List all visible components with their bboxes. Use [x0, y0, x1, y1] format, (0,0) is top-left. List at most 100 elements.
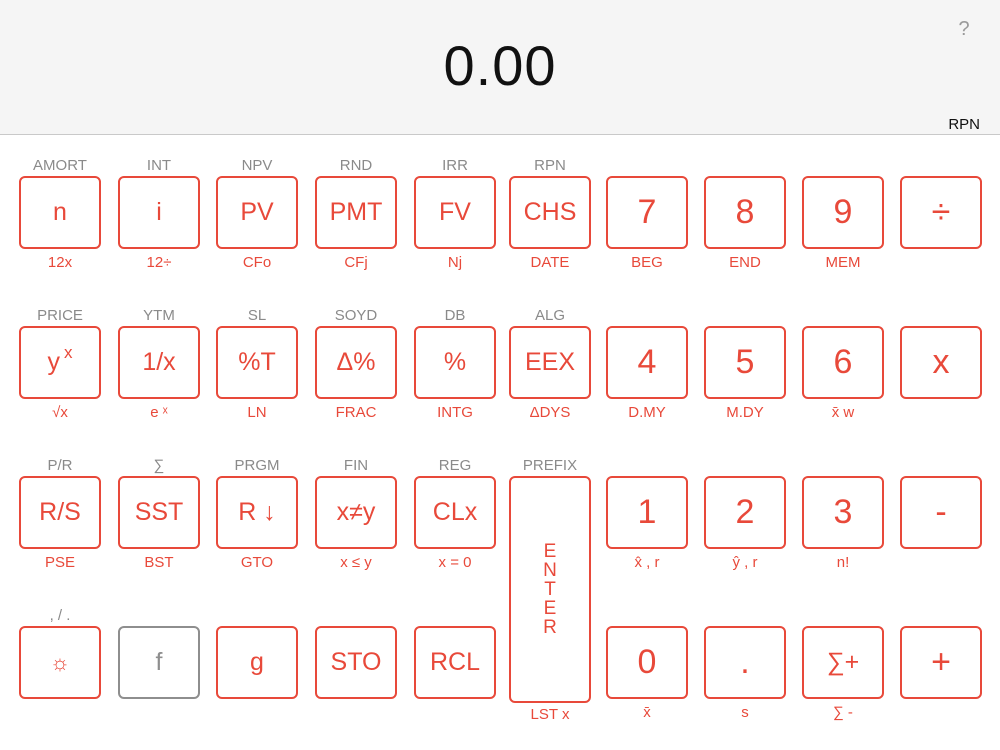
delta-percent-label: Δ% [336, 348, 376, 376]
key-i-bottom-label: 12÷ [146, 254, 172, 271]
digit-6-key[interactable]: 6 [802, 326, 884, 399]
digit-0-label: 0 [637, 643, 657, 681]
rcl-key[interactable]: RCL [414, 626, 496, 699]
pmt-key[interactable]: PMT [315, 176, 397, 249]
key-pct-total-top-label: SL [247, 307, 267, 324]
key-8-bottom-label: END [729, 254, 761, 271]
g-shift-key[interactable]: g [216, 626, 298, 699]
digit-9-key[interactable]: 9 [802, 176, 884, 249]
enter-letter: R [543, 617, 557, 638]
key-n-top-label: AMORT [33, 157, 87, 174]
eex-key[interactable]: EEX [509, 326, 591, 399]
roll-down-key[interactable]: R ↓ [216, 476, 298, 549]
plus-key[interactable]: + [900, 626, 982, 699]
key-pct-top-label: DB [444, 307, 466, 324]
multiply-key[interactable]: x [900, 326, 982, 399]
digit-0-key[interactable]: 0 [606, 626, 688, 699]
minus-key[interactable]: - [900, 476, 982, 549]
clx-key[interactable]: CLx [414, 476, 496, 549]
key-sigma-bottom-label: ∑ - [833, 704, 853, 721]
pmt-key-label: PMT [329, 198, 383, 226]
pv-key-label: PV [240, 198, 274, 226]
key-delta-pct-bottom-label: FRAC [335, 404, 377, 421]
key-yx-bottom-label: √x [52, 404, 68, 421]
sto-key-label: STO [330, 648, 382, 676]
digit-8-label: 8 [735, 193, 755, 231]
key-clx-bottom-label: x = 0 [438, 554, 472, 571]
decimal-point-label: . [740, 643, 750, 681]
decimal-point-key[interactable]: . [704, 626, 786, 699]
x-swap-y-key[interactable]: x≠y [315, 476, 397, 549]
roll-down-label: R ↓ [238, 498, 276, 526]
enter-letter: N [543, 560, 557, 581]
key-chs-top-label: RPN [534, 157, 566, 174]
key-pmt-bottom-label: CFj [344, 254, 368, 271]
delta-percent-key[interactable]: Δ% [315, 326, 397, 399]
key-recip-top-label: YTM [143, 307, 175, 324]
key-rs-top-label: P/R [47, 457, 73, 474]
key-i-top-label: INT [146, 157, 172, 174]
digit-8-key[interactable]: 8 [704, 176, 786, 249]
sst-key-label: SST [134, 498, 184, 526]
percent-key[interactable]: % [414, 326, 496, 399]
display-value: 0.00 [443, 34, 557, 97]
digit-4-key[interactable]: 4 [606, 326, 688, 399]
digit-4-label: 4 [637, 343, 657, 381]
minus-key-label: - [935, 493, 947, 531]
i-key[interactable]: i [118, 176, 200, 249]
help-button[interactable]: ? [958, 18, 970, 40]
fv-key[interactable]: FV [414, 176, 496, 249]
percent-total-label: %T [238, 348, 276, 376]
digit-3-key[interactable]: 3 [802, 476, 884, 549]
key-fv-top-label: IRR [442, 157, 468, 174]
key-1-bottom-label: x̂ , r [634, 554, 660, 571]
on-key[interactable]: ☼ [19, 626, 101, 699]
key-fv-bottom-label: Nj [447, 254, 463, 271]
key-0-bottom-label: x̄ [643, 704, 651, 721]
key-clx-top-label: REG [438, 457, 472, 474]
f-shift-key[interactable]: f [118, 626, 200, 699]
f-key-label: f [155, 648, 163, 676]
key-pct-total-bottom-label: LN [247, 404, 267, 421]
y-to-x-exponent: x [64, 342, 73, 362]
enter-letter: E [543, 598, 557, 619]
enter-key-label: E N T E R [543, 542, 557, 637]
sigma-plus-label: ∑+ [826, 648, 860, 676]
key-xswap-top-label: FIN [343, 457, 369, 474]
percent-total-key[interactable]: %T [216, 326, 298, 399]
digit-7-label: 7 [637, 193, 657, 231]
digit-5-label: 5 [735, 343, 755, 381]
run-stop-key[interactable]: R/S [19, 476, 101, 549]
enter-key[interactable]: E N T E R [509, 476, 591, 703]
x-swap-y-label: x≠y [336, 498, 376, 526]
key-chs-bottom-label: DATE [530, 254, 570, 271]
digit-5-key[interactable]: 5 [704, 326, 786, 399]
digit-1-key[interactable]: 1 [606, 476, 688, 549]
digit-7-key[interactable]: 7 [606, 176, 688, 249]
key-4-bottom-label: D.MY [628, 404, 666, 421]
plus-key-label: + [931, 643, 951, 681]
pv-key[interactable]: PV [216, 176, 298, 249]
chs-key[interactable]: CHS [509, 176, 591, 249]
divide-key-label: ÷ [931, 193, 951, 231]
key-recip-bottom-label: e ˣ [150, 404, 168, 421]
reciprocal-key[interactable]: 1/x [118, 326, 200, 399]
key-delta-pct-top-label: SOYD [334, 307, 378, 324]
chs-key-label: CHS [523, 198, 577, 226]
key-pv-top-label: NPV [241, 157, 273, 174]
run-stop-label: R/S [39, 498, 81, 526]
sst-key[interactable]: SST [118, 476, 200, 549]
key-on-top-label: , / . [49, 607, 71, 624]
display-panel: 0.00 ? RPN [0, 0, 1000, 135]
digit-2-key[interactable]: 2 [704, 476, 786, 549]
fv-key-label: FV [439, 198, 471, 226]
divide-key[interactable]: ÷ [900, 176, 982, 249]
key-sst-bottom-label: BST [144, 554, 174, 571]
sto-key[interactable]: STO [315, 626, 397, 699]
key-enter-top-label: PREFIX [522, 457, 578, 474]
sigma-plus-key[interactable]: ∑+ [802, 626, 884, 699]
n-key[interactable]: n [19, 176, 101, 249]
y-to-x-label: y [47, 348, 61, 376]
eex-key-label: EEX [524, 348, 576, 376]
